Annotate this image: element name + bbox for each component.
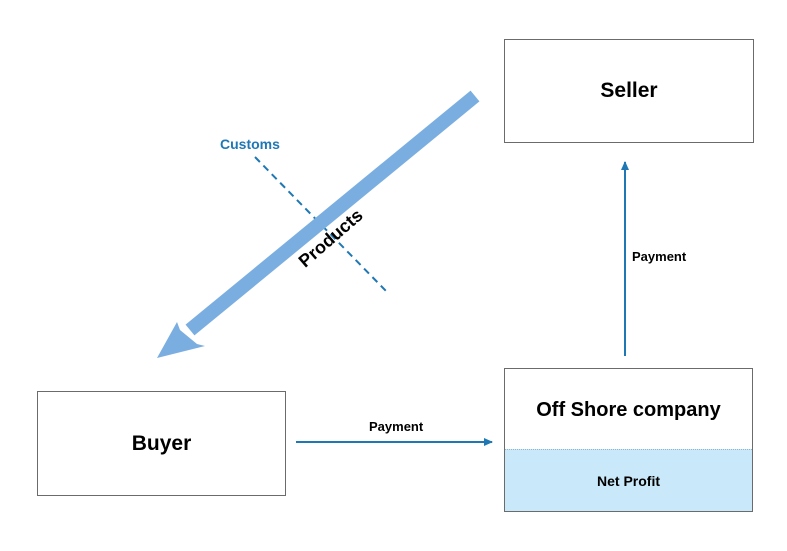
seller-label: Seller	[600, 79, 658, 102]
net-profit-section: Net Profit	[505, 449, 752, 511]
offshore-company-node: Off Shore company Net Profit	[504, 368, 753, 512]
customs-dashed-line	[254, 156, 387, 292]
buyer-label: Buyer	[131, 431, 192, 455]
products-arrow	[157, 90, 480, 358]
payment-label-buyer-to-offshore: Payment	[369, 419, 424, 434]
seller-node: Seller	[504, 39, 754, 143]
buyer-node: Buyer	[37, 391, 286, 496]
payment-label-offshore-to-seller: Payment	[632, 249, 687, 264]
customs-label: Customs	[220, 136, 280, 152]
offshore-company-label: Off Shore company	[536, 398, 721, 421]
